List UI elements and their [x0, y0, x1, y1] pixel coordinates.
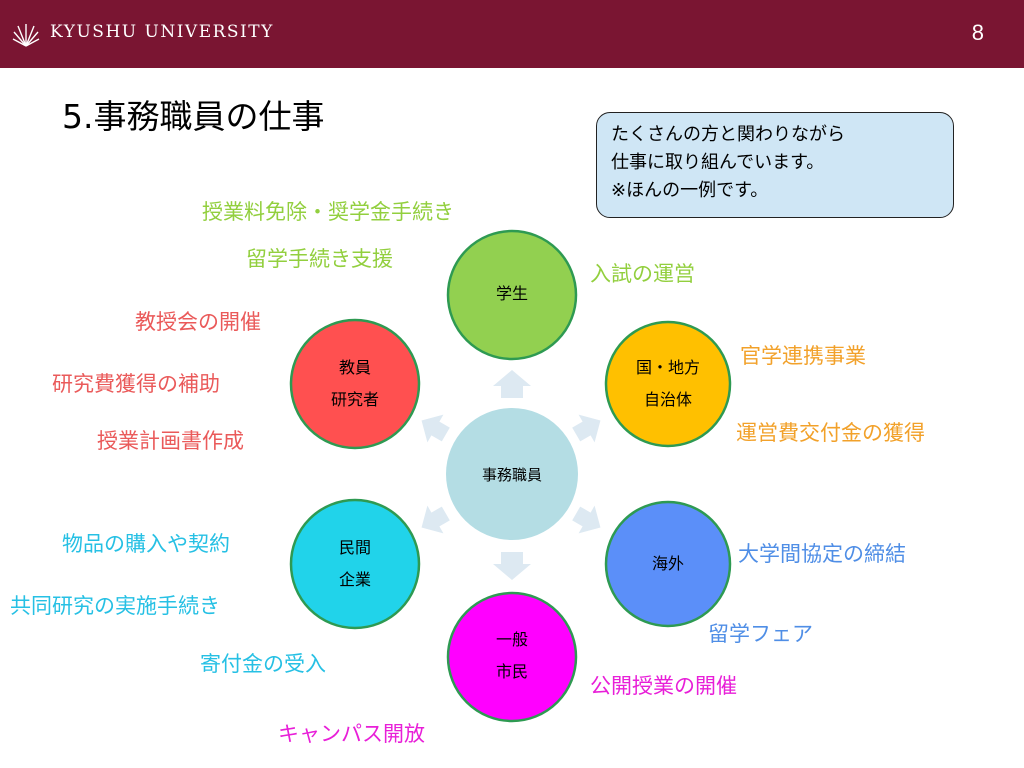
page-number: 8 — [971, 20, 984, 45]
task-label-faculty: 教授会の開催 — [135, 310, 261, 334]
task-label-student: 授業料免除・奨学金手続き — [202, 200, 454, 224]
task-label-public: キャンパス開放 — [278, 722, 425, 746]
node-faculty[interactable] — [289, 318, 421, 450]
task-label-student: 留学手続き支援 — [246, 247, 393, 271]
university-name: KYUSHU UNIVERSITY — [50, 22, 274, 42]
task-label-private: 寄付金の受入 — [200, 652, 326, 676]
task-label-overseas: 留学フェア — [708, 622, 813, 646]
center-label: 事務職員 — [482, 466, 542, 484]
node-government[interactable] — [604, 320, 732, 448]
page-title: 5.事務職員の仕事 — [62, 97, 325, 136]
task-label-public: 公開授業の開催 — [590, 674, 737, 698]
node-overseas-label: 海外 — [651, 554, 684, 573]
arrow-to-private — [421, 505, 450, 534]
task-label-faculty: 研究費獲得の補助 — [52, 372, 220, 396]
node-student[interactable] — [446, 229, 578, 361]
node-faculty-label: 教員 研究者 — [330, 358, 379, 409]
task-label-government: 運営費交付金の獲得 — [736, 421, 925, 445]
arrow-to-student — [493, 370, 531, 398]
center-circle — [446, 408, 578, 540]
node-public-label: 一般 市民 — [495, 630, 528, 681]
arrow-to-faculty — [421, 414, 450, 443]
node-private-label: 民間 企業 — [338, 538, 371, 589]
task-label-private: 共同研究の実施手続き — [10, 594, 220, 618]
task-label-student: 入試の運営 — [590, 262, 695, 286]
note-line: たくさんの方と関わりながら — [611, 124, 845, 145]
university-crest-icon — [12, 24, 40, 47]
arrow-to-government — [572, 414, 601, 443]
note-box: たくさんの方と関わりながら 仕事に取り組んでいます。 ※ほんの一例です。 — [596, 112, 954, 218]
task-label-government: 官学連携事業 — [740, 344, 866, 368]
node-student-label: 学生 — [495, 284, 528, 303]
task-label-faculty: 授業計画書作成 — [97, 429, 244, 453]
note-line: ※ほんの一例です。 — [611, 180, 769, 201]
task-label-private: 物品の購入や契約 — [62, 532, 230, 556]
node-overseas[interactable] — [604, 500, 732, 628]
arrow-to-overseas — [572, 505, 601, 534]
note-line: 仕事に取り組んでいます。 — [611, 152, 825, 173]
header-bar: KYUSHU UNIVERSITY 8 — [0, 0, 1024, 68]
arrow-to-public — [493, 552, 531, 580]
node-government-label: 国・地方 自治体 — [635, 358, 700, 409]
node-public[interactable] — [446, 591, 578, 723]
node-private[interactable] — [289, 498, 421, 630]
task-label-overseas: 大学間協定の締結 — [738, 542, 906, 566]
